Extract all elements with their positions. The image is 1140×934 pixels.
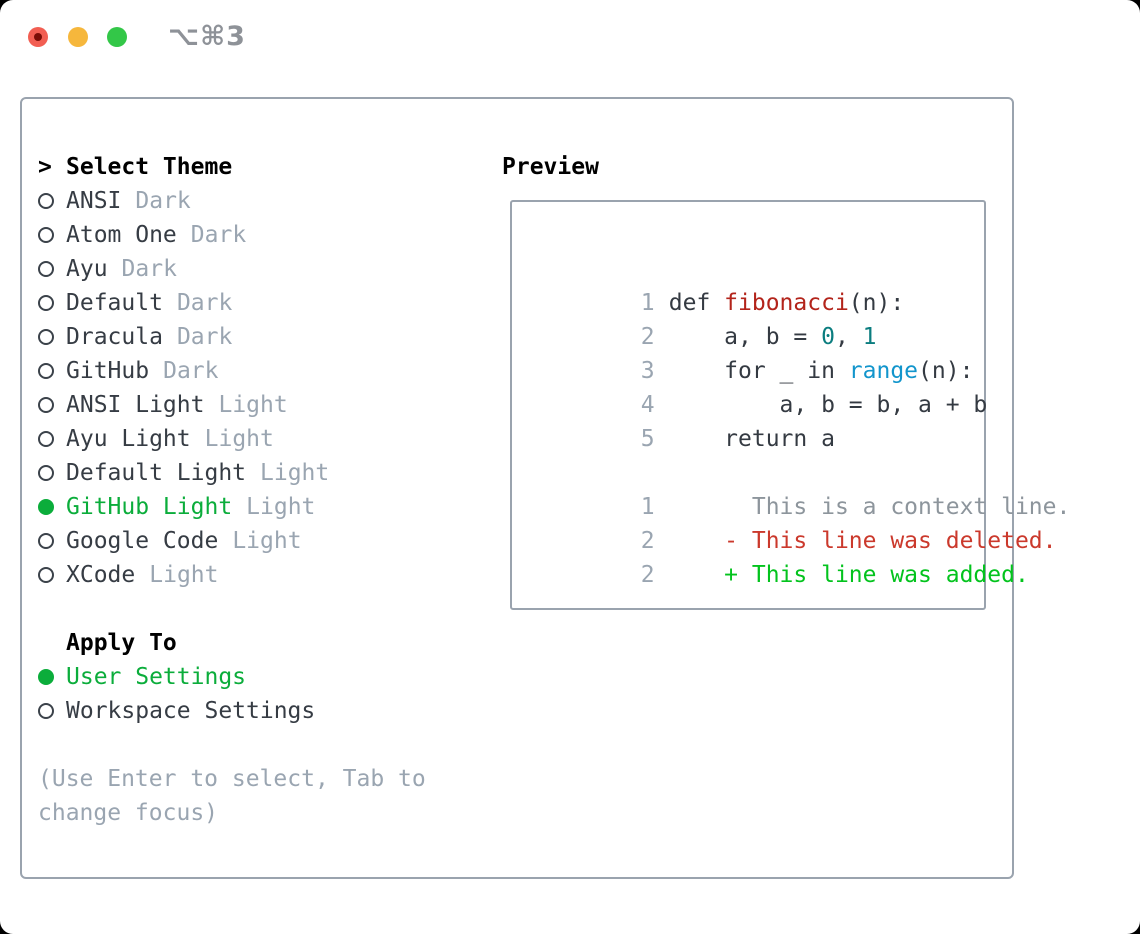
theme-option-ayu-light[interactable]: Ayu Light Light: [38, 422, 440, 456]
radio-unselected-icon: [38, 567, 54, 583]
theme-option-dracula-dark[interactable]: Dracula Dark: [38, 320, 440, 354]
line-number: 5: [640, 426, 655, 452]
diff-deleted-line: 2 - This line was deleted.: [530, 490, 1057, 554]
code-line: 5 return a: [530, 388, 984, 452]
radio-unselected-icon: [38, 431, 54, 447]
theme-picker-panel: > Select Theme ANSI Dark Atom One Dark A…: [20, 97, 1071, 879]
select-theme-title: Select Theme: [66, 154, 233, 180]
radio-unselected-icon: [38, 703, 54, 719]
radio-unselected-icon: [38, 261, 54, 277]
window-title: ⌥⌘3: [168, 21, 246, 52]
theme-option-github-light-selected[interactable]: GitHub Light Light: [38, 490, 440, 524]
line-number: 2: [640, 324, 655, 350]
radio-unselected-icon: [38, 193, 54, 209]
radio-unselected-icon: [38, 295, 54, 311]
theme-option-github-dark[interactable]: GitHub Dark: [38, 354, 440, 388]
diff-context-line: 1 This is a context line.: [530, 456, 1071, 520]
apply-option-user-settings-selected[interactable]: User Settings: [38, 660, 440, 694]
line-number: 3: [640, 358, 655, 384]
line-number: 2: [640, 562, 655, 588]
theme-list: > Select Theme ANSI Dark Atom One Dark A…: [38, 150, 440, 830]
diff-added-line: 2 + This line was added.: [530, 524, 1029, 588]
titlebar: ⌥⌘3: [0, 0, 1140, 76]
zoom-button[interactable]: [107, 27, 127, 47]
radio-unselected-icon: [38, 363, 54, 379]
theme-option-ansi-light[interactable]: ANSI Light Light: [38, 388, 440, 422]
close-button[interactable]: [28, 27, 48, 47]
spacer: [38, 728, 440, 762]
line-number: 1: [640, 494, 655, 520]
apply-to-title: Apply To: [66, 630, 177, 656]
theme-option-default-light[interactable]: Default Light Light: [38, 456, 440, 490]
radio-unselected-icon: [38, 397, 54, 413]
theme-option-default-dark[interactable]: Default Dark: [38, 286, 440, 320]
line-number: 4: [640, 392, 655, 418]
prompt-caret: >: [38, 154, 52, 180]
radio-unselected-icon: [38, 533, 54, 549]
preview-title: Preview: [502, 154, 599, 180]
spacer: [38, 592, 440, 626]
radio-unselected-icon: [38, 465, 54, 481]
code-line: 4 a, b = b, a + b: [530, 354, 988, 418]
radio-unselected-icon: [38, 329, 54, 345]
unsaved-changes-dot-icon: [34, 33, 42, 41]
keyboard-hint: (Use Enter to select, Tab to change focu…: [38, 766, 426, 826]
theme-option-atom-one-dark[interactable]: Atom One Dark: [38, 218, 440, 252]
theme-option-google-code-light[interactable]: Google Code Light: [38, 524, 440, 558]
code-line: 2 a, b = 0, 1: [530, 286, 984, 350]
line-number: 2: [640, 528, 655, 554]
minimize-button[interactable]: [68, 27, 88, 47]
line-number: 1: [640, 290, 655, 316]
radio-selected-icon: [38, 499, 54, 515]
radio-selected-icon: [38, 669, 54, 685]
apply-to-header: Apply To: [38, 626, 440, 660]
apply-option-workspace-settings[interactable]: Workspace Settings: [38, 694, 440, 728]
code-line: 3 for _ in range(n):: [530, 320, 984, 384]
select-theme-header: > Select Theme: [38, 150, 440, 184]
radio-unselected-icon: [38, 227, 54, 243]
theme-option-ayu-dark[interactable]: Ayu Dark: [38, 252, 440, 286]
theme-option-ansi-dark[interactable]: ANSI Dark: [38, 184, 440, 218]
theme-option-xcode-light[interactable]: XCode Light: [38, 558, 440, 592]
